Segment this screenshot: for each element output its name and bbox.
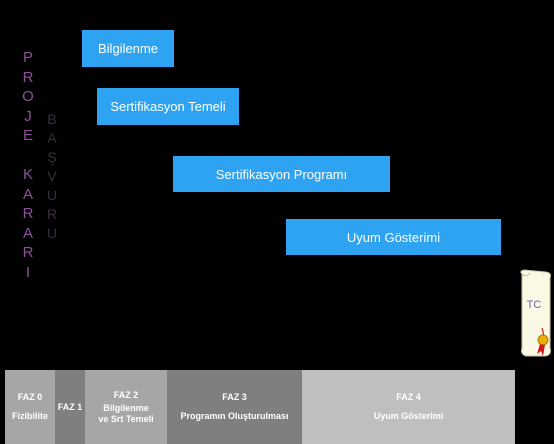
basvuru-letter: B [47,111,57,127]
proje-karari-letter: R [22,244,34,261]
basvuru-letter: U [46,187,58,203]
phase-number: FAZ 2 [113,389,139,400]
proje-karari-letter: K [22,166,33,183]
phase-number: FAZ 3 [222,392,247,402]
proje-karari-letter: I [25,263,31,281]
proje-karari-letter: E [22,127,33,144]
basvuru-letter: U [46,225,58,241]
bar-sertifikasyon-temeli: Sertifikasyon Temeli [97,88,239,125]
proje-karari-letter: P [22,49,33,66]
bar-uyum-gosterimi: Uyum Gösterimi [286,219,501,255]
phase-number: FAZ 0 [17,392,43,402]
proje-karari-letter: R [22,205,34,222]
proje-karari-letter: R [22,68,34,86]
basvuru-letter: V [47,168,57,184]
proje-karari-letter: A [22,185,33,203]
proje-karari-letter: A [22,224,33,242]
phase-number: FAZ 1 [57,401,83,412]
certificate-scroll-icon: TC [520,269,551,357]
basvuru-letter: R [46,206,58,222]
proje-karari-letter: O [22,88,34,105]
phase-description: Uyum Gösterimi [373,411,444,421]
basvuru-letter: Ş [47,149,57,165]
phase-number: FAZ 4 [396,392,421,402]
phase-faz-0: FAZ 0 Fizibilite [5,370,55,444]
bar-bilgilenme: Bilgilenme [82,30,174,67]
phase-faz-1: FAZ 1 [55,370,85,444]
phase-description: Bilgilenme [103,402,149,413]
phase-description: Fizibilite [12,411,48,421]
proje-karari-letter: J [24,107,32,125]
certificate-label: TC [527,299,542,311]
phase-description: Programın Oluşturulması [180,411,289,421]
basvuru-letter: A [47,130,57,146]
phase-description: ve Srt Temeli [98,413,154,424]
bar-sertifikasyon-programi: Sertifikasyon Programı [173,156,390,192]
phase-faz-4: FAZ 4 Uyum Gösterimi [302,370,515,444]
phase-faz-3: FAZ 3 Programın Oluşturulması [167,370,302,444]
